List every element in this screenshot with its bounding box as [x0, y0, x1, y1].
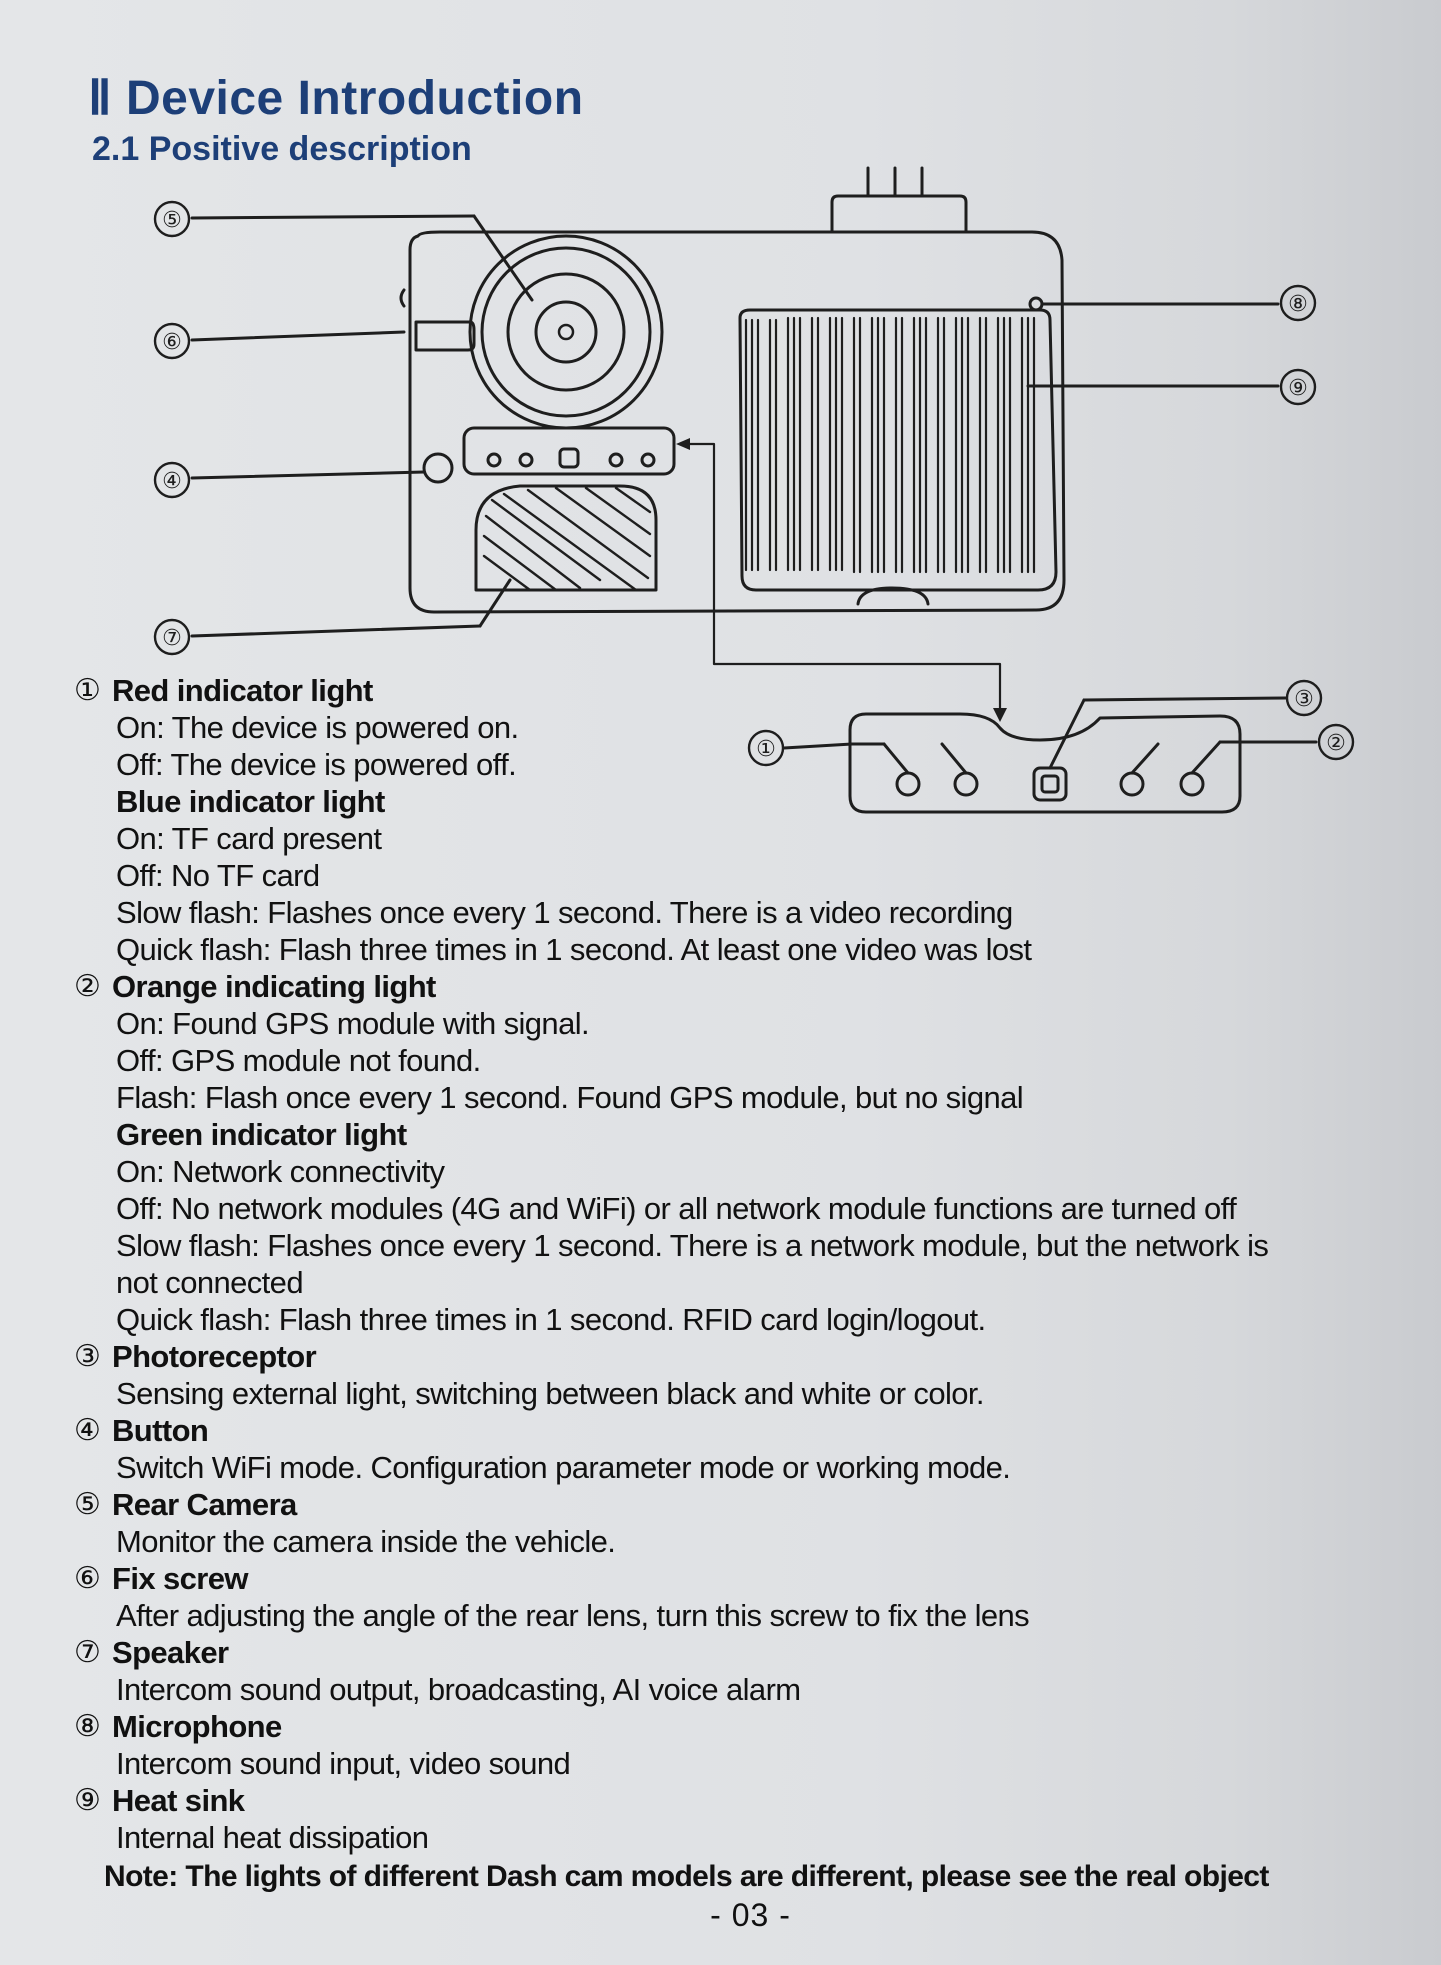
callout-8-circle	[1279, 284, 1317, 322]
page-number: - 03 -	[710, 1897, 791, 1933]
item-line: Off: No network modules (4G and WiFi) or…	[116, 1191, 1237, 1226]
item-line: Switch WiFi mode. Configuration paramete…	[116, 1450, 1011, 1485]
item-heat-sink: ⑨ Heat sink Internal heat dissipation	[74, 1782, 1394, 1856]
item-line: Slow flash: Flashes once every 1 second.…	[116, 1228, 1269, 1263]
heat-sink-panel	[738, 308, 1058, 592]
button-diagram	[422, 452, 454, 484]
device-body	[408, 230, 1066, 614]
callout-5-circle	[153, 200, 191, 238]
item-red-indicator: ① Red indicator light On: The device is p…	[74, 672, 1394, 968]
item-line: Flash: Flash once every 1 second. Found …	[116, 1080, 1024, 1115]
item-number: ⑧	[74, 1709, 101, 1744]
item-line: Off: GPS module not found.	[116, 1043, 481, 1078]
item-line: Internal heat dissipation	[116, 1820, 429, 1855]
component-descriptions: ① Red indicator light On: The device is p…	[74, 672, 1394, 1856]
callout-4: ④	[162, 469, 182, 494]
item-number: ⑤	[74, 1487, 101, 1522]
item-microphone: ⑧ Microphone Intercom sound input, video …	[74, 1708, 1394, 1782]
rear-camera-outer	[468, 234, 664, 430]
note-text: Note: The lights of different Dash cam m…	[104, 1860, 1269, 1893]
item-title: Fix screw	[112, 1561, 249, 1596]
callout-8: ⑧	[1288, 292, 1308, 317]
item-line: Intercom sound output, broadcasting, AI …	[116, 1672, 801, 1707]
item-speaker: ⑦ Speaker Intercom sound output, broadcas…	[74, 1634, 1394, 1708]
item-line: Off: The device is powered off.	[116, 747, 517, 782]
indicator-strip	[462, 426, 676, 476]
callout-3: ③	[1294, 687, 1314, 712]
item-line: On: Found GPS module with signal.	[116, 1006, 590, 1041]
callout-6: ⑥	[162, 330, 182, 355]
item-number: ③	[74, 1339, 101, 1374]
item-line: On: Network connectivity	[116, 1154, 445, 1189]
item-line: Sensing external light, switching betwee…	[116, 1376, 985, 1411]
item-line: After adjusting the angle of the rear le…	[116, 1598, 1030, 1633]
callout-3-circle	[1285, 679, 1323, 717]
item-subtitle: Blue indicator light	[116, 784, 385, 819]
microphone-hole	[1028, 296, 1044, 312]
item-line: Monitor the camera inside the vehicle.	[116, 1524, 616, 1559]
item-title: Photoreceptor	[112, 1339, 317, 1374]
speaker-grille	[474, 484, 658, 592]
callout-7: ⑦	[162, 626, 182, 651]
callout-9: ⑨	[1288, 376, 1308, 401]
indicator-strip-enlarged	[848, 712, 1242, 814]
callout-9-circle	[1279, 368, 1317, 406]
item-line: Quick flash: Flash three times in 1 seco…	[116, 932, 1032, 967]
item-number: ①	[74, 673, 101, 708]
item-line: Off: No TF card	[116, 858, 320, 893]
subsection-heading: 2.1 Positive description	[92, 130, 472, 168]
device-diagram: ⑤ ⑥ ④ ⑦ ⑧ ⑨ ① ③ ②	[153, 166, 1355, 814]
item-line: not connected	[116, 1265, 304, 1300]
item-number: ④	[74, 1413, 101, 1448]
item-title: Heat sink	[112, 1783, 245, 1818]
item-number: ②	[74, 969, 101, 1004]
item-title: Speaker	[112, 1635, 229, 1670]
item-button: ④ Button Switch WiFi mode. Configuration …	[74, 1412, 1394, 1486]
item-number: ⑥	[74, 1561, 101, 1596]
item-number: ⑦	[74, 1635, 101, 1670]
item-title: Rear Camera	[112, 1487, 297, 1522]
section-heading: Ⅱ Device Introduction	[88, 72, 584, 125]
item-title: Orange indicating light	[112, 969, 436, 1004]
callout-1-circle	[747, 729, 785, 767]
item-line: Intercom sound input, video sound	[116, 1746, 571, 1781]
item-orange-indicator: ② Orange indicating light On: Found GPS m…	[74, 968, 1394, 1338]
item-number: ⑨	[74, 1783, 101, 1818]
item-photoreceptor: ③ Photoreceptor Sensing external light, s…	[74, 1338, 1394, 1412]
item-title: Red indicator light	[112, 673, 373, 708]
callout-4-circle	[153, 461, 191, 499]
callout-2: ②	[1326, 731, 1346, 756]
callout-6-circle	[153, 322, 191, 360]
top-mount	[830, 194, 968, 234]
callout-2-circle	[1317, 723, 1355, 761]
item-line: Slow flash: Flashes once every 1 second.…	[116, 895, 1013, 930]
item-rear-camera: ⑤ Rear Camera Monitor the camera inside t…	[74, 1486, 1394, 1560]
item-line: On: The device is powered on.	[116, 710, 519, 745]
item-subtitle: Green indicator light	[116, 1117, 407, 1152]
item-fix-screw: ⑥ Fix screw After adjusting the angle of …	[74, 1560, 1394, 1634]
item-title: Button	[112, 1413, 209, 1448]
callout-1: ①	[756, 737, 776, 762]
fix-screw	[414, 320, 476, 352]
callout-7-circle	[153, 618, 191, 656]
item-title: Microphone	[112, 1709, 282, 1744]
item-line: Quick flash: Flash three times in 1 seco…	[116, 1302, 986, 1337]
callout-5: ⑤	[162, 208, 182, 233]
item-line: On: TF card present	[116, 821, 382, 856]
